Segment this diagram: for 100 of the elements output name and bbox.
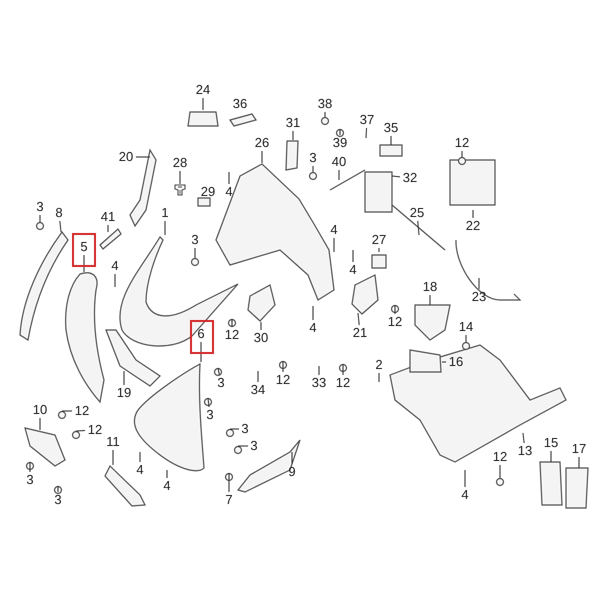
- callout-number: 3: [239, 421, 251, 437]
- leader-line: [338, 170, 340, 180]
- leader-line: [136, 156, 150, 158]
- leader-line: [208, 398, 210, 408]
- highlight-frame: [190, 320, 214, 354]
- callout-number: 4: [134, 462, 146, 478]
- callout-number: 41: [98, 209, 118, 225]
- callout-number: 1: [159, 205, 171, 221]
- leader-line: [228, 172, 230, 184]
- leader-line: [166, 470, 168, 478]
- callout-number: 28: [170, 155, 190, 171]
- callout-number: 36: [230, 96, 250, 112]
- callout-number: 38: [315, 96, 335, 112]
- callout-number: 26: [252, 135, 272, 151]
- callout-number: 30: [251, 330, 271, 346]
- leader-line: [366, 128, 368, 138]
- leader-line: [282, 360, 284, 372]
- callout-number: 11: [103, 434, 123, 450]
- leader-line: [550, 450, 552, 462]
- callout-number: 17: [569, 441, 589, 457]
- callout-number: 12: [490, 449, 510, 465]
- callout-number: 35: [381, 120, 401, 136]
- callout-number: 7: [223, 492, 235, 508]
- callout-number: 21: [350, 325, 370, 341]
- callout-number: 12: [222, 327, 242, 343]
- callout-number: 33: [309, 375, 329, 391]
- callout-number: 5: [78, 239, 90, 255]
- leader-line: [392, 176, 400, 178]
- callout-number: 39: [330, 135, 350, 151]
- callout-number: 6: [195, 326, 207, 342]
- callout-number: 12: [333, 375, 353, 391]
- leader-line: [472, 210, 474, 218]
- leader-line: [62, 410, 72, 412]
- leader-line: [352, 250, 354, 262]
- leader-line: [390, 136, 392, 146]
- callout-number: 3: [24, 472, 36, 488]
- callout-number: 4: [161, 478, 173, 494]
- callout-number: 10: [30, 402, 50, 418]
- callout-number: 9: [286, 464, 298, 480]
- callout-number: 8: [53, 205, 65, 221]
- leader-line: [228, 472, 230, 492]
- leader-line: [202, 98, 204, 110]
- leader-line: [312, 166, 314, 172]
- callout-number: 25: [407, 205, 427, 221]
- callout-number: 34: [248, 382, 268, 398]
- leader-line: [342, 364, 344, 376]
- callout-number: 4: [347, 262, 359, 278]
- callout-number: 15: [541, 435, 561, 451]
- callout-number: 16: [446, 354, 466, 370]
- callout-number: 3: [248, 438, 260, 454]
- callout-number: 4: [328, 222, 340, 238]
- leader-line: [478, 278, 480, 290]
- callout-number: 29: [198, 184, 218, 200]
- leader-line: [318, 366, 320, 376]
- callout-number: 19: [114, 385, 134, 401]
- clip-drawing: [174, 184, 186, 196]
- callout-number: 20: [116, 149, 136, 165]
- leader-line: [112, 450, 114, 466]
- callout-number: 4: [459, 487, 471, 503]
- highlight-frame: [72, 233, 96, 267]
- callout-number: 4: [307, 320, 319, 336]
- callout-number: 23: [469, 289, 489, 305]
- leader-line: [76, 430, 86, 432]
- callout-number: 4: [109, 258, 121, 274]
- callout-number: 37: [357, 112, 377, 128]
- leader-line: [260, 322, 262, 330]
- leader-line: [358, 312, 360, 326]
- leader-line: [230, 428, 240, 430]
- callout-number: 3: [189, 232, 201, 248]
- callout-number: 3: [307, 150, 319, 166]
- callout-number: 14: [456, 319, 476, 335]
- callout-number: 13: [515, 443, 535, 459]
- callout-number: 12: [273, 372, 293, 388]
- callout-number: 3: [52, 492, 64, 508]
- leader-line: [324, 112, 326, 118]
- leader-line: [200, 342, 202, 362]
- leader-line: [114, 274, 116, 288]
- callout-number: 12: [85, 422, 105, 438]
- callout-number: 32: [400, 170, 420, 186]
- callout-number: 27: [369, 232, 389, 248]
- callout-number: 18: [420, 279, 440, 295]
- callout-number: 12: [385, 314, 405, 330]
- leader-line: [312, 306, 314, 320]
- leader-line: [378, 248, 380, 252]
- leader-line: [218, 368, 220, 376]
- callout-number: 2: [373, 357, 385, 373]
- callout-number: 3: [34, 199, 46, 215]
- leader-line: [194, 248, 196, 258]
- leader-line: [378, 372, 380, 382]
- callout-number: 3: [215, 375, 227, 391]
- callout-number: 31: [283, 115, 303, 131]
- leader-line: [464, 470, 466, 488]
- leader-line: [417, 220, 420, 236]
- callout-number: 3: [204, 407, 216, 423]
- callout-number: 22: [463, 218, 483, 234]
- callout-number: 4: [223, 184, 235, 200]
- leader-line: [164, 220, 166, 236]
- callout-number: 12: [452, 135, 472, 151]
- leader-line: [292, 130, 294, 140]
- callout-number: 40: [329, 154, 349, 170]
